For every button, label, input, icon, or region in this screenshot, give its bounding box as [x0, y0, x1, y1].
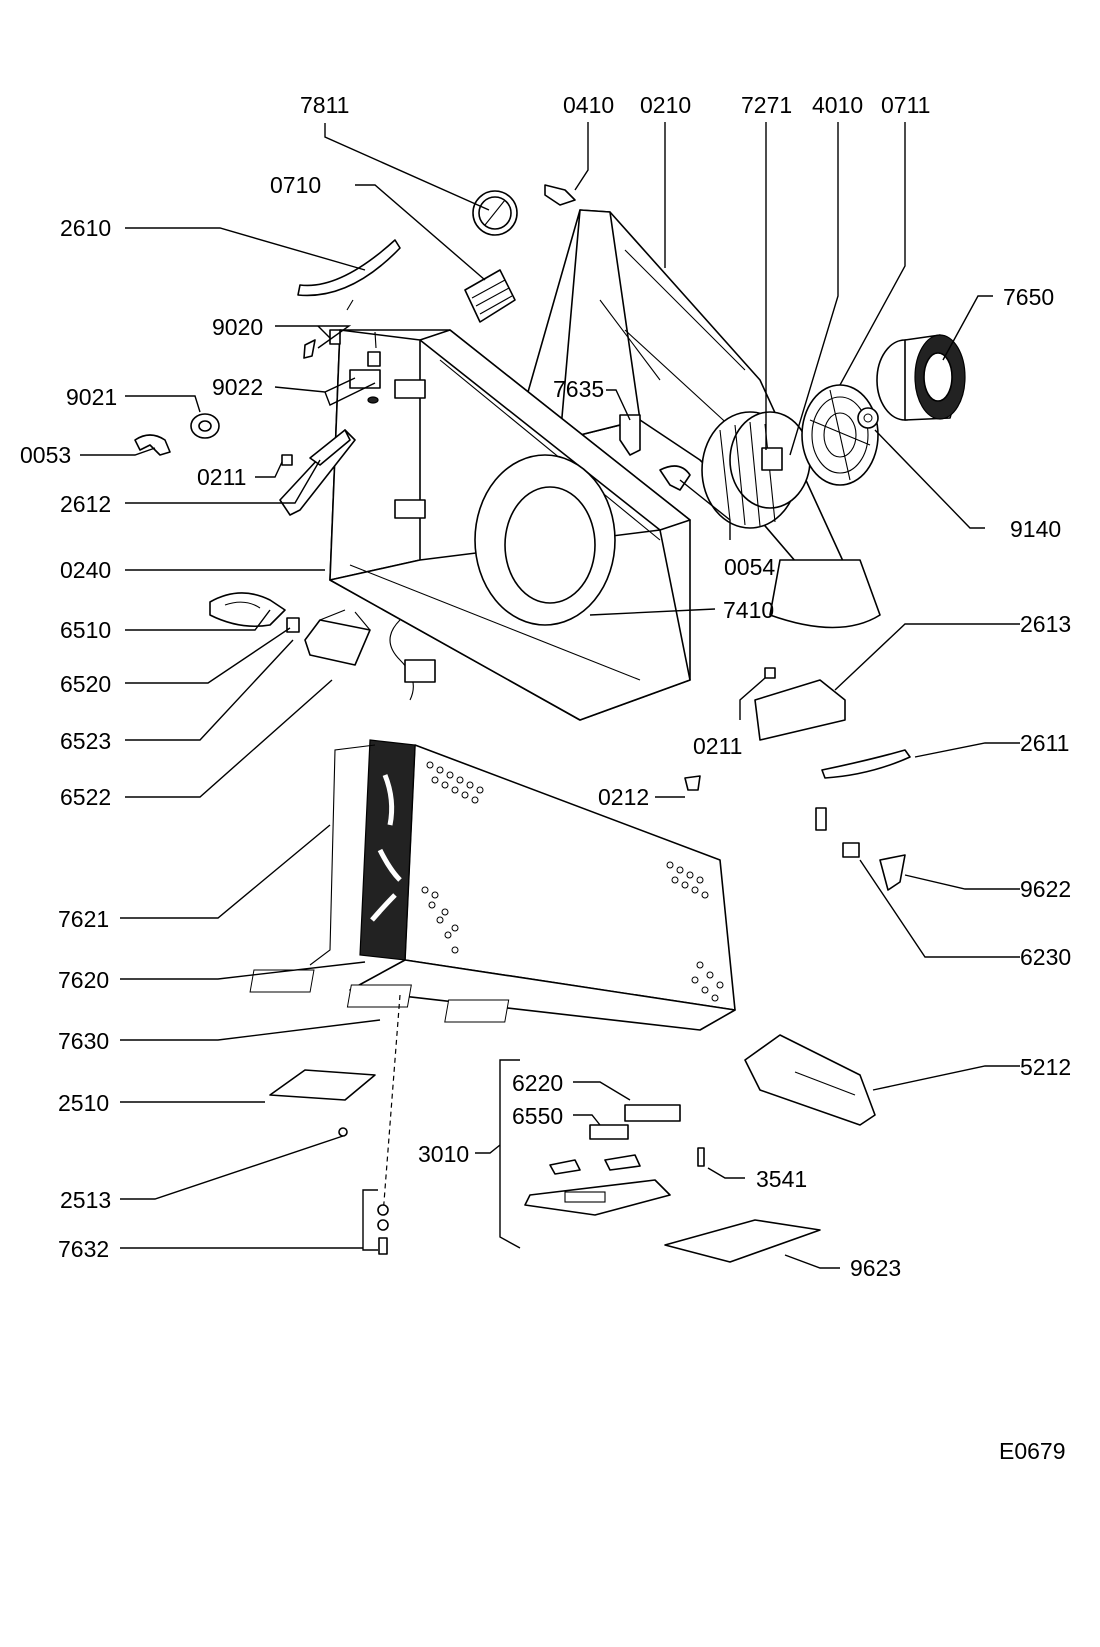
part-label-7635: 7635 — [553, 376, 604, 402]
part-label-2610: 2610 — [60, 215, 111, 241]
chimney-cover-part — [519, 209, 881, 629]
lamp-holder-part — [286, 617, 300, 633]
part-label-2513: 2513 — [60, 1187, 111, 1213]
part-label-0212: 0212 — [598, 784, 649, 810]
part-label-0053: 0053 — [20, 442, 71, 468]
clip-left-part — [134, 434, 171, 456]
hood-housing-part — [329, 329, 691, 721]
part-label-7650: 7650 — [1003, 284, 1054, 310]
small-block-upper-part — [281, 454, 293, 466]
side-rail-left-part — [279, 429, 356, 516]
part-label-6220: 6220 — [512, 1070, 563, 1096]
part-label-9022: 9022 — [212, 374, 263, 400]
part-label-9020: 9020 — [212, 314, 263, 340]
carbon-filter-part — [876, 334, 966, 421]
part-number-labels: 7811 0410 0210 7271 4010 0711 0710 2610 … — [20, 92, 1071, 1464]
dashed-guide-line — [382, 994, 401, 1216]
grease-filter-strip-part — [359, 739, 416, 961]
side-rail-right-part — [754, 679, 846, 741]
inner-bracket-part — [619, 414, 641, 456]
part-label-7630: 7630 — [58, 1028, 109, 1054]
switch-unit-part — [815, 807, 860, 858]
group-bracket-7632 — [362, 1189, 378, 1251]
lamp-cover-part — [269, 1069, 376, 1101]
perforation-holes — [421, 761, 724, 1002]
round-cap-part — [472, 190, 518, 236]
nut-part — [857, 407, 879, 429]
grille-part — [464, 269, 516, 323]
blower-wheel-part — [701, 411, 811, 529]
part-label-0210: 0210 — [640, 92, 691, 118]
rod-part — [309, 744, 376, 966]
part-label-7620: 7620 — [58, 967, 109, 993]
part-label-0211-upper: 0211 — [197, 464, 246, 490]
part-label-9623: 9623 — [850, 1255, 901, 1281]
part-label-0054: 0054 — [724, 554, 775, 580]
part-label-6522: 6522 — [60, 784, 111, 810]
part-label-7811: 7811 — [300, 92, 349, 118]
fan-guard-part — [801, 384, 879, 486]
group-bracket-3010 — [499, 1059, 521, 1249]
part-label-7271: 7271 — [741, 92, 792, 118]
part-label-5212: 5212 — [1020, 1054, 1071, 1080]
part-label-9622: 9622 — [1020, 876, 1071, 902]
lamp-bulb-part — [209, 592, 286, 628]
part-label-7410: 7410 — [723, 597, 774, 623]
clip-right-part — [659, 465, 691, 491]
lamp-bracket-part — [304, 609, 371, 666]
part-label-4010: 4010 — [812, 92, 863, 118]
part-label-9021: 9021 — [66, 384, 117, 410]
curved-strip-part — [297, 239, 401, 297]
small-block-lower-part — [764, 667, 776, 679]
mounting-bracket-part — [744, 1034, 876, 1126]
part-label-0710: 0710 — [270, 172, 321, 198]
part-label-0711: 0711 — [881, 92, 930, 118]
part-label-6520: 6520 — [60, 671, 111, 697]
front-panel-part — [249, 744, 736, 1031]
part-label-6550: 6550 — [512, 1103, 563, 1129]
part-label-3541: 3541 — [756, 1166, 807, 1192]
screw-part — [338, 1127, 348, 1137]
part-label-6230: 6230 — [1020, 944, 1071, 970]
part-label-3010: 3010 — [418, 1141, 469, 1167]
ring-part — [190, 413, 220, 439]
part-label-2613: 2613 — [1020, 611, 1071, 637]
sticker-part — [879, 854, 906, 891]
part-label-7632: 7632 — [58, 1236, 109, 1262]
part-label-2510: 2510 — [58, 1090, 109, 1116]
drawing-code: E0679 — [999, 1438, 1066, 1464]
fastener-set-part — [377, 1204, 389, 1255]
part-label-9140: 9140 — [1010, 516, 1061, 542]
part-label-2611: 2611 — [1020, 730, 1069, 756]
glass-panel-part — [664, 1219, 821, 1263]
part-label-0211-lower: 0211 — [693, 733, 742, 759]
control-board-assembly — [524, 1104, 705, 1216]
part-label-2612: 2612 — [60, 491, 111, 517]
small-clip-part — [684, 775, 701, 791]
leader-lines — [80, 122, 1020, 1269]
part-label-0240: 0240 — [60, 557, 111, 583]
part-label-6510: 6510 — [60, 617, 111, 643]
part-label-6523: 6523 — [60, 728, 111, 754]
curved-strip-right-part — [821, 749, 911, 779]
part-label-0410: 0410 — [563, 92, 614, 118]
small-bracket-part — [544, 184, 576, 206]
part-label-7621: 7621 — [58, 906, 109, 932]
